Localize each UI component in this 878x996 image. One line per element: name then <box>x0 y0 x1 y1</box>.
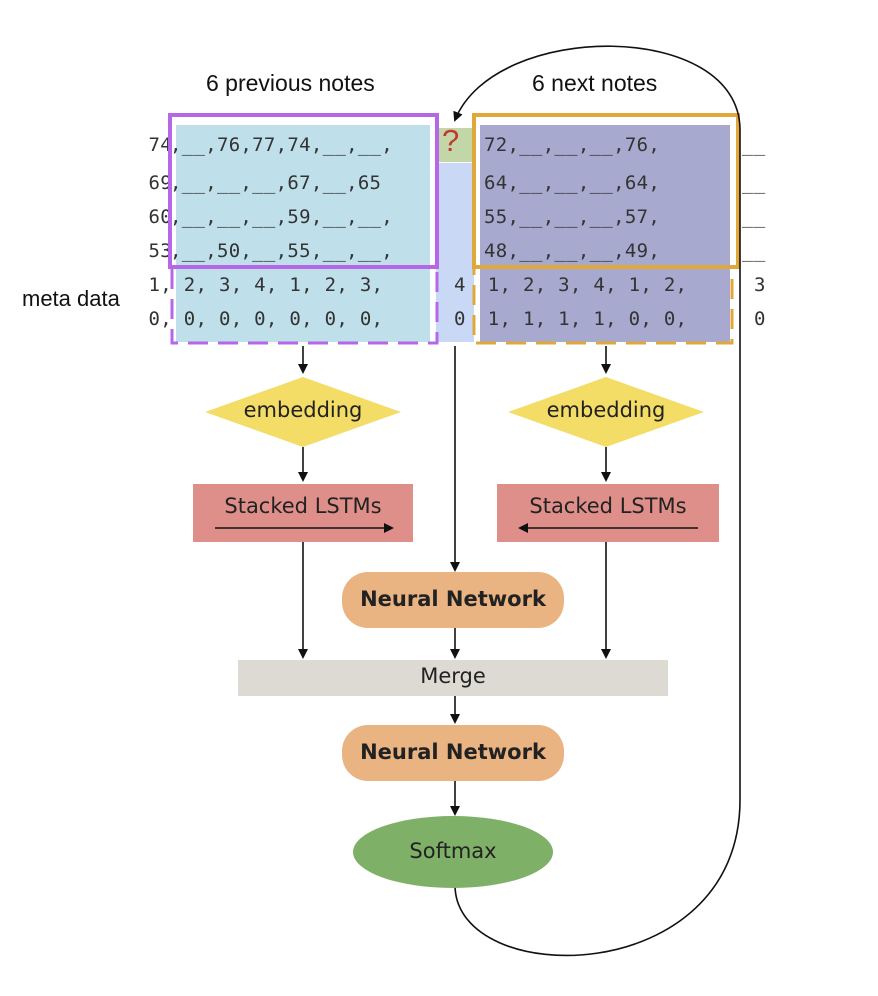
embedding-right-shape <box>508 377 704 447</box>
next-notes-heading: 6 next notes <box>532 70 658 96</box>
nn-top-shape <box>342 572 564 628</box>
meta-tail: 0 <box>754 308 766 330</box>
softmax-shape <box>353 816 553 888</box>
question-cell-fill <box>436 128 474 162</box>
nn-top-label: Neural Network <box>360 587 546 611</box>
previous-values: ,__,__,__,67,__,65 <box>170 172 382 194</box>
nn-bottom-label: Neural Network <box>360 740 546 764</box>
previous-values: ,__,50,__,55,__,__, <box>170 240 394 262</box>
previous-meta-border <box>170 265 439 345</box>
embedding-right-label: embedding <box>546 398 666 422</box>
meta-middle: 0 <box>454 308 466 330</box>
meta-previous: 0, 0, 0, 0, 0, 0, <box>172 308 384 330</box>
meta-data-label: meta data <box>22 286 120 311</box>
previous-notes-border <box>168 113 439 269</box>
pitch-value: 74 <box>148 134 172 156</box>
next-notes-fill <box>480 125 730 342</box>
feedback-loop-arrow <box>453 45 741 957</box>
next-meta-border <box>472 265 734 345</box>
next-values: 72,__,__,__,76, <box>484 134 661 156</box>
previous-notes-fill <box>176 125 430 342</box>
pitch-value: 53 <box>148 240 172 262</box>
embedding-left-label: embedding <box>243 398 363 422</box>
nn-bottom-shape <box>342 725 564 781</box>
merge-label: Merge <box>420 664 486 688</box>
meta-next: 1, 2, 3, 4, 1, 2, <box>476 274 688 296</box>
tail-values: __ <box>742 134 766 156</box>
lstm-left-label: Stacked LSTMs <box>224 494 382 518</box>
next-values: 64,__,__,__,64, <box>484 172 661 194</box>
pitch-value: 69 <box>148 172 172 194</box>
next-values: 55,__,__,__,57, <box>484 206 661 228</box>
previous-values: ,__,76,77,74,__,__, <box>170 134 394 156</box>
meta-middle: 4 <box>454 274 466 296</box>
missing-note-marker: ? <box>442 123 460 158</box>
previous-values: ,__,__,__,59,__,__, <box>170 206 394 228</box>
pitch-value: 60 <box>148 206 172 228</box>
meta-tail: 3 <box>754 274 766 296</box>
meta-first: 1, <box>148 274 172 296</box>
lstm-right-shape <box>497 484 719 542</box>
lstm-right-label: Stacked LSTMs <box>529 494 687 518</box>
embedding-left-shape <box>205 377 401 447</box>
meta-first: 0, <box>148 308 172 330</box>
tail-values: __ <box>742 240 766 262</box>
meta-previous: 2, 3, 4, 1, 2, 3, <box>172 274 384 296</box>
tail-values: __ <box>742 172 766 194</box>
middle-column-fill <box>436 163 474 342</box>
lstm-left-shape <box>193 484 413 542</box>
next-notes-border <box>472 113 740 269</box>
previous-notes-heading: 6 previous notes <box>206 70 375 96</box>
next-values: 48,__,__,__,49, <box>484 240 661 262</box>
softmax-label: Softmax <box>409 839 497 863</box>
meta-next: 1, 1, 1, 1, 0, 0, <box>476 308 688 330</box>
merge-shape <box>238 660 668 696</box>
tail-values: __ <box>742 206 766 228</box>
